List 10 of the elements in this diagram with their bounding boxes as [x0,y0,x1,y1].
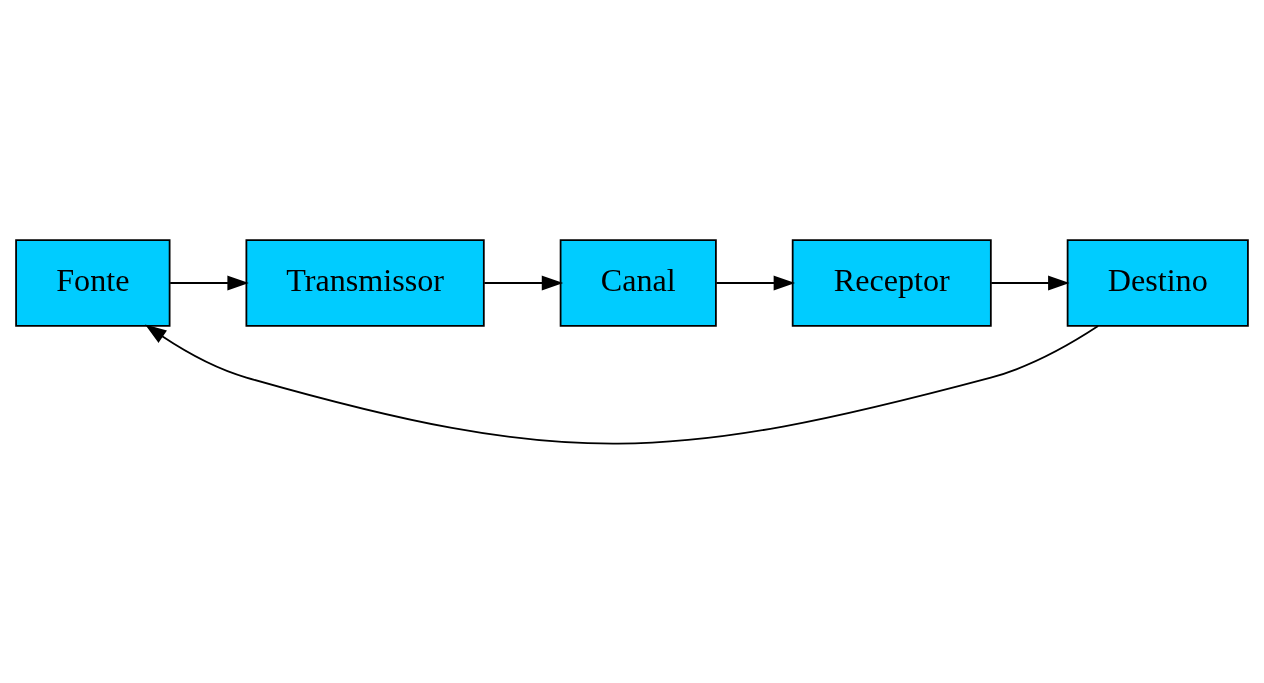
node-box: Receptor [791,238,992,327]
node-box: Canal [559,238,717,327]
arrow [715,274,796,290]
arrow [483,274,564,290]
arrow [169,274,249,290]
node-box: Destino [1066,238,1249,327]
arrow [990,274,1070,290]
node-box: Fonte [15,238,171,327]
arrow [145,324,1099,445]
node-box: Transmissor [245,238,485,327]
